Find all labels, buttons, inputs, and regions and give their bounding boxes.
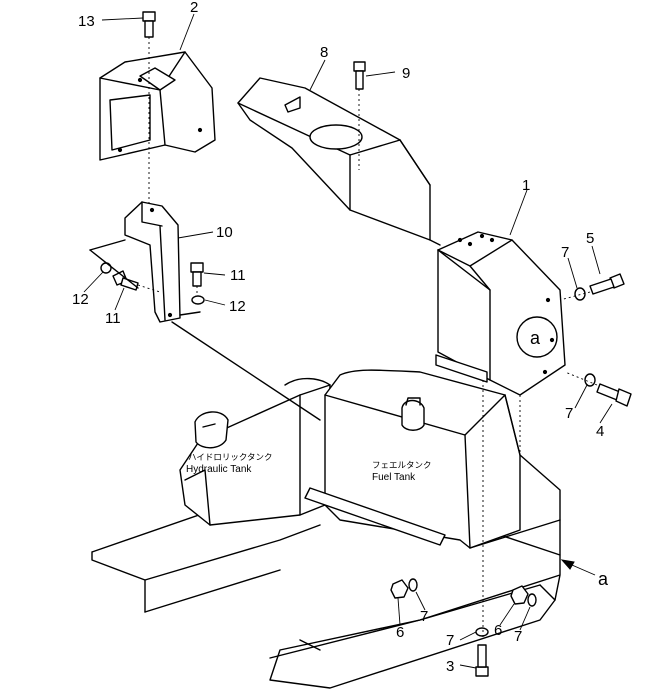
nut-6-left bbox=[390, 579, 409, 599]
view-a-arrow-label: a bbox=[598, 569, 609, 589]
view-a-circle bbox=[516, 316, 558, 358]
assembly-lines bbox=[89, 37, 598, 640]
callout-7-right: 7 bbox=[565, 405, 573, 422]
washer-7-right-low bbox=[527, 593, 537, 607]
callout-1: 1 bbox=[522, 177, 530, 194]
callout-11-left: 11 bbox=[105, 310, 121, 327]
leader-lines bbox=[83, 13, 613, 669]
bolt-5 bbox=[589, 273, 625, 295]
washer-12-left bbox=[100, 262, 112, 274]
callout-6-left: 6 bbox=[396, 624, 404, 641]
nut-6-right bbox=[510, 585, 529, 605]
tank-labels: ハイドロリックタンク Hydraulic Tank フェエルタンク Fuel T… bbox=[186, 453, 432, 483]
callout-5: 5 bbox=[586, 230, 594, 247]
washer-7-left-low bbox=[408, 578, 418, 592]
view-a-circle-label: a bbox=[530, 328, 541, 348]
callout-numbers: 13 2 8 9 1 5 7 7 4 10 11 12 12 11 6 7 6 … bbox=[72, 0, 604, 675]
guard-part-1: a bbox=[435, 231, 566, 396]
callout-7-upper: 7 bbox=[561, 244, 569, 261]
fuel-tank-jp-label: フェエルタンク bbox=[372, 461, 432, 471]
bolt-3 bbox=[475, 644, 489, 677]
callout-6-right: 6 bbox=[494, 622, 502, 639]
hydraulic-tank bbox=[179, 377, 331, 526]
bolt-11-left bbox=[112, 270, 139, 291]
callout-7-bottom: 7 bbox=[446, 632, 454, 649]
view-a-arrow: a bbox=[560, 559, 609, 589]
callout-4: 4 bbox=[596, 423, 604, 440]
callout-3: 3 bbox=[446, 658, 454, 675]
fuel-tank bbox=[304, 369, 561, 556]
callout-7-left-low: 7 bbox=[420, 608, 428, 625]
fuel-tank-en-label: Fuel Tank bbox=[372, 472, 416, 483]
bolt-11-mid bbox=[190, 262, 204, 287]
bracket-part-2 bbox=[99, 51, 216, 161]
callout-12-mid: 12 bbox=[229, 298, 246, 315]
callout-11-mid: 11 bbox=[230, 267, 246, 284]
bolt-4 bbox=[596, 383, 632, 407]
callout-10: 10 bbox=[216, 224, 233, 241]
cover-part-8 bbox=[237, 77, 431, 241]
bolt-13 bbox=[142, 11, 156, 38]
callout-9: 9 bbox=[402, 65, 410, 82]
callout-13: 13 bbox=[78, 13, 95, 30]
washer-7-right bbox=[584, 373, 596, 387]
callout-2: 2 bbox=[190, 0, 198, 16]
bolt-9 bbox=[353, 61, 366, 90]
hydraulic-tank-jp-label: ハイドロリックタンク bbox=[188, 453, 273, 463]
callout-12-left: 12 bbox=[72, 291, 89, 308]
washer-7-upper bbox=[574, 287, 586, 301]
washer-12-mid bbox=[191, 295, 205, 305]
callout-7-right-low: 7 bbox=[514, 628, 522, 645]
callout-8: 8 bbox=[320, 44, 328, 61]
hydraulic-tank-en-label: Hydraulic Tank bbox=[186, 464, 252, 475]
washer-7-bottom bbox=[475, 627, 489, 637]
bracket-part-10 bbox=[124, 201, 181, 323]
